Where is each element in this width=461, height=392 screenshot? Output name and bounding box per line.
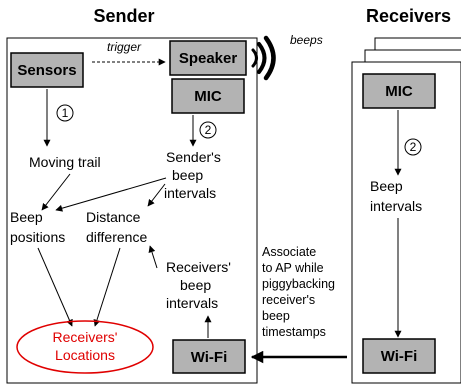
receiver-beep-intervals-line2: intervals <box>370 198 422 214</box>
speaker-label: Speaker <box>179 50 238 67</box>
beeps-label: beeps <box>290 33 323 47</box>
receivers-locations-line2: Locations <box>55 347 115 363</box>
beep-positions-line1: Beep <box>10 209 43 225</box>
receiver-step-2-number: 2 <box>410 140 417 154</box>
trigger-label: trigger <box>107 40 142 54</box>
link-caption-line4: receiver's <box>262 293 315 307</box>
moving-trail-label: Moving trail <box>29 154 101 170</box>
receiver-mic-box <box>362 73 436 109</box>
receiver-beep-intervals-line1: Beep <box>370 178 403 194</box>
step-1-marker <box>56 104 74 122</box>
sound-waves-icon <box>251 35 276 81</box>
receiver-wifi-label: Wi-Fi <box>381 348 418 365</box>
positions-to-locations-arrow <box>37 247 73 327</box>
senders-beep-intervals-line2: beep <box>172 167 203 183</box>
link-caption-line6: timestamps <box>262 325 326 339</box>
receivers-locations-line1: Receivers' <box>53 329 118 345</box>
trail-to-positions-arrow <box>41 173 71 211</box>
receiver-step-2-marker <box>404 138 422 156</box>
sensors-label: Sensors <box>17 62 76 79</box>
receivers-beep-intervals-line1: Receivers' <box>166 259 231 275</box>
speaker-box <box>169 40 247 76</box>
receivers-beep-intervals-line2: beep <box>180 277 211 293</box>
link-caption-line5: beep <box>262 309 290 323</box>
receivers-title: Receivers <box>366 6 451 26</box>
sender-wifi-label: Wi-Fi <box>191 349 228 366</box>
link-caption-line1: Associate <box>262 245 316 259</box>
intervals-to-difference-arrow <box>147 183 166 207</box>
sensors-box <box>10 52 84 88</box>
sender-wifi-box <box>172 339 246 374</box>
receiver-wifi-box <box>362 338 436 374</box>
distance-difference-line2: difference <box>86 229 147 245</box>
distance-difference-line1: Distance <box>86 209 141 225</box>
senders-beep-intervals-line3: intervals <box>164 185 216 201</box>
step-2-marker <box>199 121 217 139</box>
receiver-mic-label: MIC <box>385 83 413 100</box>
step-2-number: 2 <box>205 123 212 137</box>
receiver-intervals-to-difference-arrow <box>148 245 158 269</box>
receivers-beep-intervals-line3: intervals <box>166 295 218 311</box>
difference-to-locations-arrow <box>93 247 121 327</box>
intervals-to-positions-arrow <box>55 177 167 212</box>
link-caption-line3: piggybacking <box>262 277 335 291</box>
senders-beep-intervals-line1: Sender's <box>166 149 221 165</box>
sender-mic-box <box>171 78 245 114</box>
link-caption-line2: to AP while <box>262 261 324 275</box>
sender-title: Sender <box>93 6 154 26</box>
sender-panel <box>6 37 258 384</box>
sender-mic-label: MIC <box>194 88 222 105</box>
step-1-number: 1 <box>62 106 69 120</box>
receivers-locations-ellipse <box>16 320 154 374</box>
beep-positions-line2: positions <box>10 229 65 245</box>
receiver-panel <box>351 61 461 384</box>
